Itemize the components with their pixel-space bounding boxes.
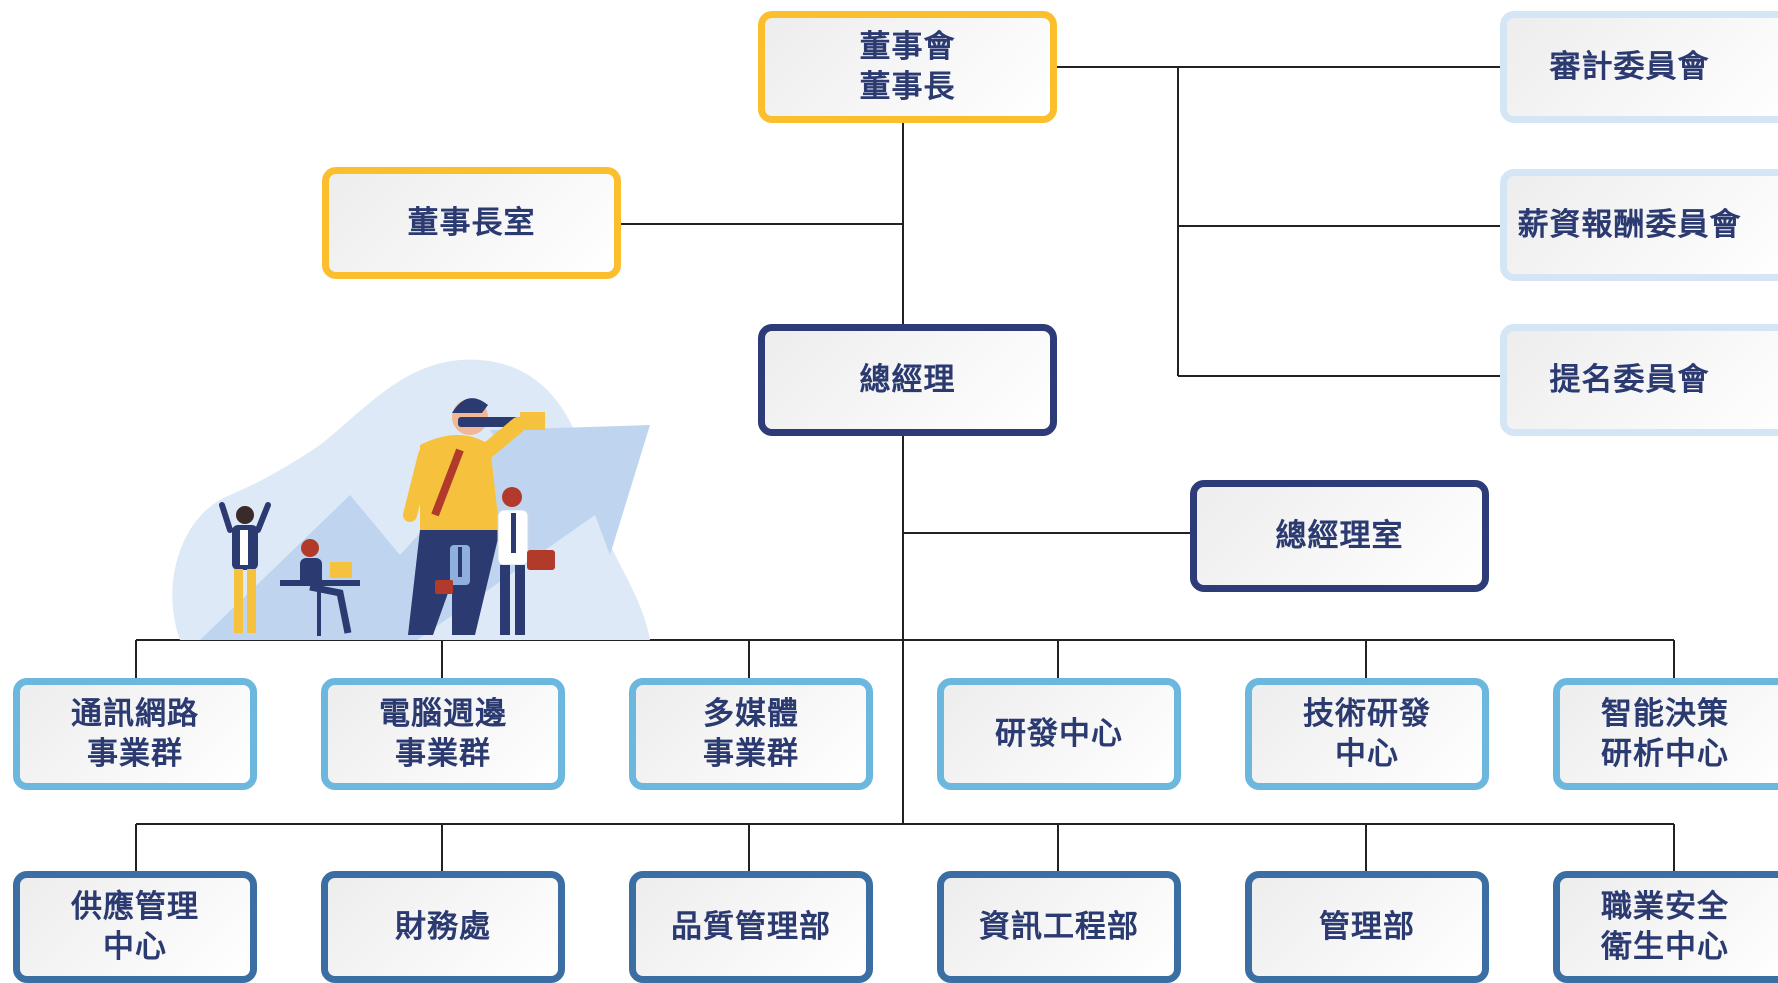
business-unit-label: 通訊網路 事業群	[71, 696, 199, 772]
business-unit-box: 多媒體 事業群	[629, 678, 873, 790]
department-label: 品質管理部	[671, 909, 831, 945]
board-label: 董事會 董事長	[859, 29, 956, 105]
department-box: 管理部	[1245, 871, 1489, 983]
committee-box-audit: 審計委員會	[1500, 11, 1778, 123]
department-box: 職業安全 衛生中心	[1553, 871, 1778, 983]
department-box: 資訊工程部	[937, 871, 1181, 983]
business-unit-label: 技術研發 中心	[1303, 696, 1431, 772]
committee-box-compensation: 薪資報酬委員會	[1500, 169, 1778, 281]
committee-label: 審計委員會	[1549, 49, 1710, 85]
business-unit-label: 多媒體 事業群	[703, 696, 799, 772]
department-box: 供應管理 中心	[13, 871, 257, 983]
department-label: 財務處	[395, 909, 491, 945]
department-label: 資訊工程部	[979, 909, 1139, 945]
committee-label: 提名委員會	[1549, 362, 1710, 398]
chairman-office-label: 董事長室	[407, 205, 536, 241]
department-box: 品質管理部	[629, 871, 873, 983]
gm-office-box: 總經理室	[1190, 480, 1489, 592]
department-box: 財務處	[321, 871, 565, 983]
business-unit-label: 研發中心	[995, 716, 1123, 752]
board-box: 董事會 董事長	[758, 11, 1057, 123]
general-manager-label: 總經理	[859, 362, 956, 398]
business-unit-label: 電腦週邊 事業群	[379, 696, 507, 772]
committee-label: 薪資報酬委員會	[1517, 207, 1742, 243]
chairman-office-box: 董事長室	[322, 167, 621, 279]
business-unit-box: 技術研發 中心	[1245, 678, 1489, 790]
team-vision-icon	[172, 359, 650, 640]
department-label: 管理部	[1319, 909, 1415, 945]
business-unit-box: 智能決策 研析中心	[1553, 678, 1778, 790]
business-unit-box: 研發中心	[937, 678, 1181, 790]
department-label: 供應管理 中心	[71, 889, 199, 965]
business-unit-label: 智能決策 研析中心	[1601, 696, 1729, 772]
business-unit-box: 通訊網路 事業群	[13, 678, 257, 790]
business-unit-box: 電腦週邊 事業群	[321, 678, 565, 790]
committee-box-nomination: 提名委員會	[1500, 324, 1778, 436]
general-manager-box: 總經理	[758, 324, 1057, 436]
gm-office-label: 總經理室	[1275, 518, 1404, 554]
department-label: 職業安全 衛生中心	[1601, 889, 1729, 965]
